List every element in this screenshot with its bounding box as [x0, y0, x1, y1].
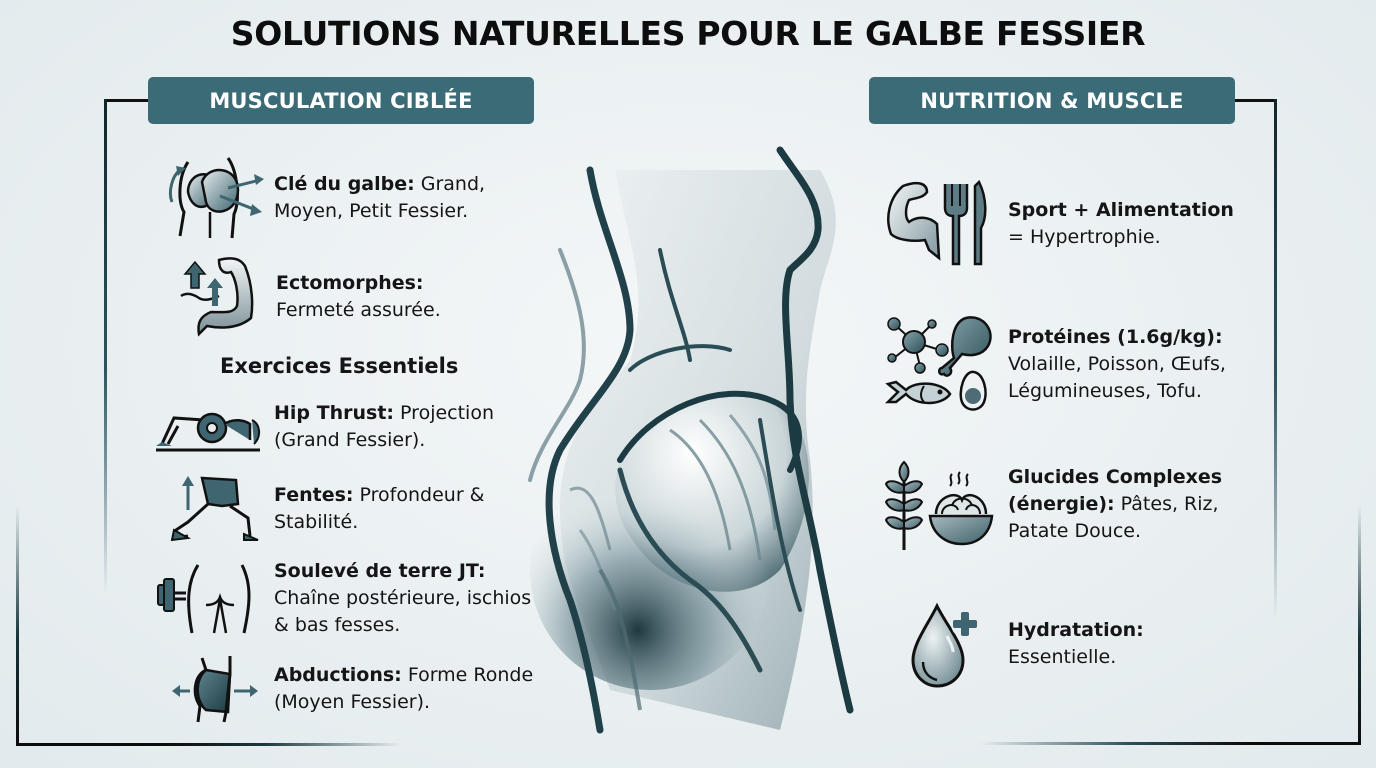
protein-foods-icon	[880, 312, 998, 416]
list-item-ectomorphes: Ectomorphes: Fermeté assurée.	[168, 256, 441, 338]
item-text: Protéines (1.6g/kg): Volaille, Poisson, …	[1008, 325, 1226, 402]
list-item-hip-thrust: Hip Thrust: Projection (Grand Fessier).	[154, 398, 494, 456]
list-item-fentes: Fentes: Profondeur & Stabilité.	[162, 474, 485, 544]
item-text: Sport + Alimentation = Hypertrophie.	[1008, 199, 1234, 248]
deadlift-icon	[154, 561, 266, 637]
list-item-souleve-de-terre: Soulevé de terre JT: Chaîne postérieure,…	[154, 558, 531, 639]
section-header-nutrition: NUTRITION & MUSCLE	[869, 77, 1235, 124]
flexed-arm-growth-icon	[168, 256, 272, 338]
glutes-muscle-icon	[158, 152, 270, 244]
item-text: Hydratation: Essentielle.	[1008, 619, 1144, 668]
water-drop-plus-icon	[896, 600, 998, 692]
frame-line-left-outer	[16, 505, 19, 746]
item-text: Abductions: Forme Ronde (Moyen Fessier).	[274, 664, 534, 713]
list-item-hydratation: Hydratation: Essentielle.	[896, 600, 1144, 692]
list-item-cle-du-galbe: Clé du galbe: Grand, Moyen, Petit Fessie…	[158, 152, 485, 244]
item-text: Soulevé de terre JT: Chaîne postérieure,…	[274, 560, 532, 636]
hip-thrust-icon	[154, 398, 266, 456]
frame-line-left-top	[104, 99, 150, 102]
list-item-glucides: Glucides Complexes (énergie): Pâtes, Riz…	[878, 456, 1222, 552]
exercises-heading: Exercices Essentiels	[220, 354, 459, 378]
frame-line-bottom-right	[980, 742, 1361, 745]
frame-line-bottom-left	[16, 743, 401, 746]
list-item-sport-alimentation: Sport + Alimentation = Hypertrophie.	[878, 178, 1234, 270]
female-glute-anatomy-illustration	[520, 130, 880, 740]
frame-line-right-outer	[1358, 505, 1361, 745]
abduction-icon	[164, 654, 266, 724]
item-text: Clé du galbe: Grand, Moyen, Petit Fessie…	[274, 173, 486, 222]
grain-pasta-icon	[878, 456, 998, 552]
item-text: Ectomorphes: Fermeté assurée.	[276, 272, 441, 321]
list-item-abductions: Abductions: Forme Ronde (Moyen Fessier).	[164, 654, 533, 724]
frame-line-right-top	[1234, 99, 1276, 102]
item-text: Fentes: Profondeur & Stabilité.	[274, 484, 485, 533]
item-text: Hip Thrust: Projection (Grand Fessier).	[274, 402, 495, 451]
frame-line-left-inner	[104, 99, 107, 594]
page-title: SOLUTIONS NATURELLES POUR LE GALBE FESSI…	[230, 14, 1146, 53]
item-text: Glucides Complexes (énergie): Pâtes, Riz…	[1008, 465, 1223, 542]
section-header-musculation: MUSCULATION CIBLÉE	[148, 77, 534, 124]
arm-fork-knife-icon	[878, 178, 998, 270]
lunge-icon	[162, 474, 266, 544]
list-item-proteines: Protéines (1.6g/kg): Volaille, Poisson, …	[880, 312, 1226, 416]
frame-line-right-inner	[1274, 99, 1277, 619]
